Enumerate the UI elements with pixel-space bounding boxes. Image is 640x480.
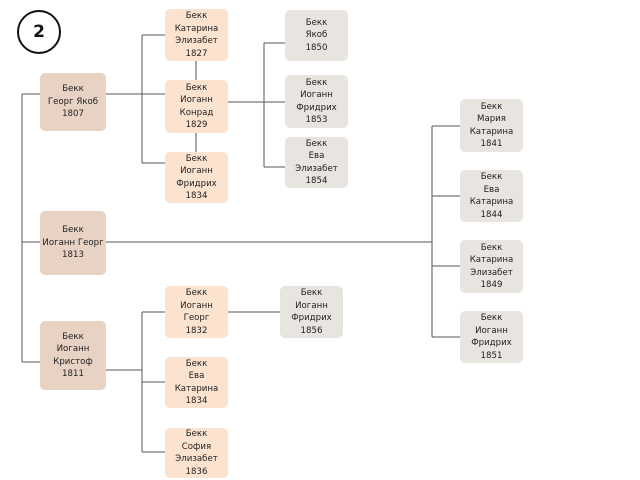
person-katharina-elisabeth-1849: Бекк Катарина Элизабет 1849	[460, 240, 523, 293]
person-johann-konrad-1829: Бекк Иоганн Конрад 1829	[165, 80, 228, 133]
person-eva-katharina-1844: Бекк Ева Катарина 1844	[460, 170, 523, 222]
person-label: Бекк Ева Элизабет 1854	[295, 138, 338, 187]
person-label: Бекк Мария Катарина 1841	[469, 101, 514, 150]
person-label: Бекк Иоганн Фридрих 1853	[296, 77, 337, 126]
person-label: Бекк Иоганн Фридрих 1851	[471, 313, 512, 361]
person-label: Бекк Иоганн Георг 1832	[180, 288, 213, 336]
person-katharina-elisabeth-1827: Бекк Катарина Элизабет 1827	[165, 9, 228, 61]
person-label: Бекк Катарина Элизабет 1827	[174, 11, 219, 59]
person-johann-friedrich-1851: Бекк Иоганн Фридрих 1851	[460, 311, 523, 363]
page-number-badge: 2	[17, 10, 61, 54]
person-label: Бекк Ева Катарина 1834	[174, 358, 219, 407]
person-eva-katharina-1834: Бекк Ева Катарина 1834	[165, 357, 228, 408]
person-label: Бекк Катарина Элизабет 1849	[469, 242, 514, 291]
person-sophia-elisabeth-1836: Бекк София Элизабет 1836	[165, 428, 228, 478]
person-label: Бекк Ева Катарина 1844	[469, 172, 514, 220]
person-johann-christoph-1811: Бекк Иоганн Кристоф 1811	[40, 321, 106, 390]
page-number-text: 2	[33, 22, 45, 42]
person-label: Бекк Георг Якоб 1807	[47, 84, 99, 120]
person-label: Бекк Иоганн Фридрих 1856	[291, 288, 332, 336]
person-label: Бекк Иоганн Георг 1813	[42, 225, 104, 261]
person-label: Бекк Иоганн Кристоф 1811	[53, 331, 93, 380]
person-johann-georg-1813: Бекк Иоганн Георг 1813	[40, 211, 106, 275]
person-johann-friedrich-1834: Бекк Иоганн Фридрих 1834	[165, 152, 228, 203]
person-jakob-1850: Бекк Якоб 1850	[285, 10, 348, 61]
person-johann-georg-1832: Бекк Иоганн Георг 1832	[165, 286, 228, 338]
person-johann-friedrich-1853: Бекк Иоганн Фридрих 1853	[285, 75, 348, 128]
person-maria-katharina-1841: Бекк Мария Катарина 1841	[460, 99, 523, 152]
person-johann-friedrich-1856: Бекк Иоганн Фридрих 1856	[280, 286, 343, 338]
person-eva-elisabeth-1854: Бекк Ева Элизабет 1854	[285, 137, 348, 188]
person-label: Бекк Иоганн Конрад 1829	[179, 82, 214, 131]
person-georg-jakob-1807: Бекк Георг Якоб 1807	[40, 73, 106, 131]
person-label: Бекк Иоганн Фридрих 1834	[176, 153, 217, 202]
person-label: Бекк София Элизабет 1836	[175, 429, 218, 477]
person-label: Бекк Якоб 1850	[305, 17, 328, 53]
